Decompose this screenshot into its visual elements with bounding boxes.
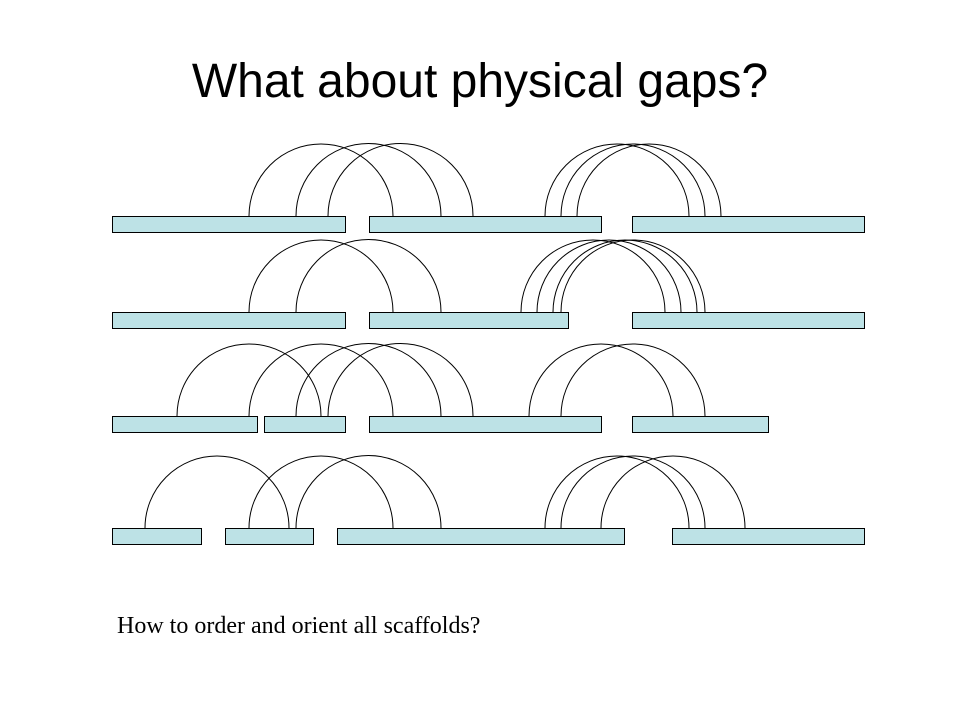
contig-bar	[632, 416, 769, 433]
mate-pair-arc	[248, 343, 394, 417]
scaffold-row-4	[112, 455, 865, 545]
mate-pair-arc	[144, 455, 290, 529]
contig-bar	[337, 528, 625, 545]
contig-bar	[225, 528, 314, 545]
contig-bar	[112, 528, 202, 545]
scaffold-row-3	[112, 343, 769, 433]
mate-pair-arc	[560, 455, 706, 529]
mate-pair-arc	[536, 239, 682, 313]
mate-pair-arc	[248, 455, 394, 529]
mate-pair-arc	[248, 239, 394, 313]
contig-bar	[369, 312, 569, 329]
mate-pair-arc	[327, 343, 474, 417]
mate-pair-arc	[544, 143, 690, 217]
contig-bar	[112, 312, 346, 329]
contig-bar	[632, 216, 865, 233]
mate-pair-arc	[295, 455, 442, 529]
mate-pair-arc	[552, 239, 698, 313]
scaffold-row-1	[112, 143, 865, 233]
mate-pair-arc	[295, 239, 442, 313]
contig-bar	[369, 216, 602, 233]
slide-caption: How to order and orient all scaffolds?	[117, 613, 481, 639]
contig-bar	[112, 216, 346, 233]
mate-pair-arc	[295, 343, 442, 417]
mate-pair-arc	[295, 143, 442, 217]
contig-bar	[264, 416, 346, 433]
contig-bar	[632, 312, 865, 329]
mate-pair-arc	[560, 343, 706, 417]
scaffold-row-2	[112, 239, 865, 329]
mate-pair-arc	[544, 455, 690, 529]
mate-pair-arc	[248, 143, 394, 217]
mate-pair-arc	[176, 343, 322, 417]
mate-pair-arc	[560, 143, 706, 217]
mate-pair-arc	[520, 239, 666, 313]
mate-pair-arc	[560, 239, 706, 313]
mate-pair-arc	[576, 143, 722, 217]
mate-pair-arc	[327, 143, 474, 217]
contig-bar	[112, 416, 258, 433]
contig-bar	[369, 416, 602, 433]
mate-pair-arc	[600, 455, 746, 529]
contig-bar	[672, 528, 865, 545]
mate-pair-arc	[528, 343, 674, 417]
slide-title: What about physical gaps?	[191, 55, 769, 108]
